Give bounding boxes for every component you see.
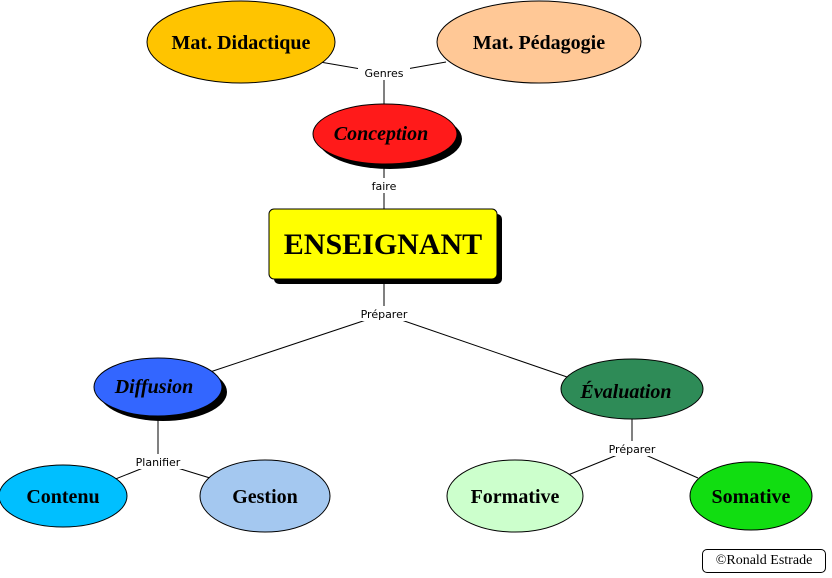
concept-conception[interactable]: Conception <box>312 103 462 169</box>
link-preparer-eval: Préparer <box>609 443 656 456</box>
concept-evaluation[interactable]: Évaluation <box>560 358 704 420</box>
node-shape <box>93 357 223 417</box>
link-faire: faire <box>372 180 397 193</box>
node-shape <box>268 208 498 280</box>
concept-gestion[interactable]: Gestion <box>199 459 331 533</box>
node-shape <box>436 0 642 84</box>
concept-label: Diffusion <box>114 376 194 398</box>
node-shape <box>146 0 336 84</box>
concept-label: Contenu <box>26 486 99 508</box>
linking-phrases: Genres faire Préparer Planifier Préparer <box>128 65 664 469</box>
node-shape <box>446 459 584 533</box>
concept-label: Gestion <box>232 486 298 508</box>
concept-mat-pedagogie[interactable]: Mat. Pédagogie <box>436 0 642 84</box>
concept-mat-didactique[interactable]: Mat. Didactique <box>146 0 336 84</box>
concept-label: Mat. Pédagogie <box>473 32 605 54</box>
node-shape <box>199 459 331 533</box>
concept-somative[interactable]: Somative <box>689 461 813 531</box>
concept-label: Mat. Didactique <box>172 32 311 54</box>
concept-label: Évaluation <box>579 380 671 403</box>
link-genres: Genres <box>364 67 403 80</box>
concept-label: ENSEIGNANT <box>284 228 482 261</box>
concept-contenu[interactable]: Contenu <box>0 464 128 528</box>
concept-label: Somative <box>712 486 791 508</box>
node-shape <box>689 461 813 531</box>
node-shape <box>0 464 128 528</box>
link-preparer-top: Préparer <box>361 308 408 321</box>
concept-diffusion[interactable]: Diffusion <box>93 357 227 421</box>
node-shape <box>560 358 704 420</box>
link-planifier: Planifier <box>136 456 181 469</box>
edge-preparer-diffusion <box>209 313 385 373</box>
concept-formative[interactable]: Formative <box>446 459 584 533</box>
edge-preparer-evaluation <box>383 313 571 379</box>
node-shape <box>312 103 458 165</box>
concept-label: Conception <box>334 123 428 145</box>
concept-label: Formative <box>471 486 560 508</box>
copyright-credit: ©Ronald Estrade <box>702 549 826 573</box>
concept-enseignant[interactable]: ENSEIGNANT <box>268 208 502 284</box>
